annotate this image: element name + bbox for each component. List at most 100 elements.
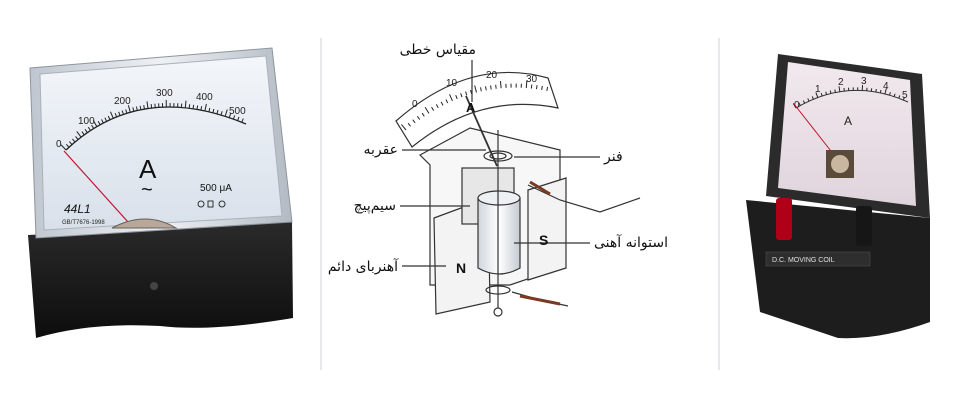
diagram-iron-cylinder [477, 197, 521, 275]
diagram-scale-tick [536, 85, 538, 90]
left-scale-tick [146, 101, 149, 109]
left-scale-tick [192, 104, 195, 109]
left-scale-500: 500 [229, 106, 246, 117]
left-scale-tick [92, 120, 98, 127]
diagram-scale-tick [455, 94, 458, 100]
left-scale-tick [196, 105, 199, 110]
left-scale-tick [81, 131, 85, 136]
left-scale-tick [204, 103, 207, 112]
right-ammeter: 0 1 2 3 4 5 A D.C. MOVING COIL [746, 54, 930, 339]
diagram-pole-s: S [539, 232, 548, 248]
diagram-scale-tick [440, 101, 444, 106]
left-zero-adjust [150, 282, 158, 290]
left-scale-0: 0 [56, 139, 62, 150]
diagram-scale-0: 0 [412, 99, 418, 110]
right-meter-arc [795, 89, 909, 109]
left-scale-tick [220, 111, 223, 116]
left-scale-tick [184, 100, 187, 108]
right-scale-tick [838, 86, 841, 92]
right-scale-tick [893, 93, 896, 97]
right-scale-tick [884, 88, 887, 95]
diagram-scale-tick [449, 94, 453, 102]
left-scale-tick [143, 105, 145, 110]
right-scale-tick [798, 102, 801, 106]
left-scale-tick [109, 111, 114, 119]
left-scale-tick [127, 105, 131, 113]
left-scale-tick [84, 129, 88, 133]
right-meter-ticks [792, 85, 905, 109]
label-linear-scale: مقیاس خطی [400, 42, 476, 58]
left-scale-400: 400 [196, 92, 213, 103]
left-scale-tick [75, 136, 79, 140]
diagram-scale-tick [485, 86, 487, 91]
diagram-scale-tick [474, 85, 477, 93]
diagram-scale-tick [401, 124, 407, 131]
diagram-scale-tick [445, 99, 449, 104]
left-scale-tick [118, 111, 121, 116]
right-terminal-red [776, 198, 792, 240]
diagram-scale-tick [460, 93, 463, 98]
right-scale-tick [807, 98, 810, 102]
diagram-scale-tick [490, 85, 492, 90]
left-scale-tick [232, 115, 236, 120]
left-ammeter: 0 100 200 300 400 500 A ~ 500 μA 44L1 GB… [28, 47, 293, 338]
diagram-lead-upper [527, 184, 641, 213]
diagram-cylinder-top [477, 190, 521, 206]
right-scale-3: 3 [861, 76, 867, 87]
diagram-scale-tick [424, 107, 430, 114]
right-scale-1: 1 [815, 84, 821, 95]
diagram-scale-tick [416, 115, 421, 120]
left-scale-tick [125, 109, 128, 114]
right-scale-0: 0 [794, 100, 800, 111]
diagram-scale-tick [435, 104, 439, 109]
left-spec-glyphs [197, 200, 226, 208]
diagram-scale-tick [541, 85, 543, 91]
left-scale-tick [135, 106, 138, 111]
left-scale-tick [60, 144, 67, 151]
moving-coil-diagram [395, 60, 641, 317]
left-scale-tick [97, 120, 101, 125]
diagram-scale-tick [465, 91, 468, 96]
right-terminal-black [856, 206, 872, 246]
left-scale-tick [65, 143, 70, 148]
left-scale-tick [72, 138, 76, 143]
left-scale-tick [76, 131, 82, 138]
left-scale-tick [114, 112, 118, 118]
left-scale-tick [68, 141, 73, 145]
diagram-scale-tick [412, 119, 416, 124]
right-meter-base [746, 200, 930, 339]
right-meter-face [778, 62, 916, 206]
left-ac-symbol: ~ [141, 179, 153, 201]
left-meter-ticks [60, 99, 244, 151]
right-base-text: D.C. MOVING COIL [772, 257, 835, 264]
diagram-magnet-s [527, 177, 567, 281]
label-spring: فنر [603, 149, 623, 165]
left-scale-200: 200 [114, 96, 131, 107]
left-scale-tick [139, 105, 142, 110]
right-scale-tick [811, 96, 814, 100]
diagram-unit-symbol: A [466, 100, 476, 115]
left-model-text: 44L1 [64, 202, 91, 216]
right-base-plate [765, 251, 871, 267]
diagram-scale-tick [546, 86, 549, 91]
left-meter-arc [65, 106, 247, 151]
right-scale-4: 4 [883, 81, 889, 92]
diagram-scale-tick [431, 106, 435, 111]
left-scale-tick [241, 118, 244, 123]
diagram-scale-tick [480, 87, 482, 92]
left-scale-300: 300 [156, 88, 173, 99]
right-unit-symbol: A [844, 114, 852, 128]
left-scale-tick [212, 108, 215, 113]
left-scale-tick [104, 117, 108, 122]
left-scale-tick [208, 107, 211, 112]
right-scale-tick [834, 89, 836, 93]
right-scale-2: 2 [838, 77, 844, 88]
diagram-scale-20: 20 [486, 70, 498, 81]
right-scale-tick [902, 97, 905, 101]
label-coil: سیم‌پیچ [354, 198, 396, 214]
left-scale-100: 100 [78, 116, 95, 127]
left-scale-tick [237, 116, 240, 121]
left-scale-tick [132, 107, 135, 112]
